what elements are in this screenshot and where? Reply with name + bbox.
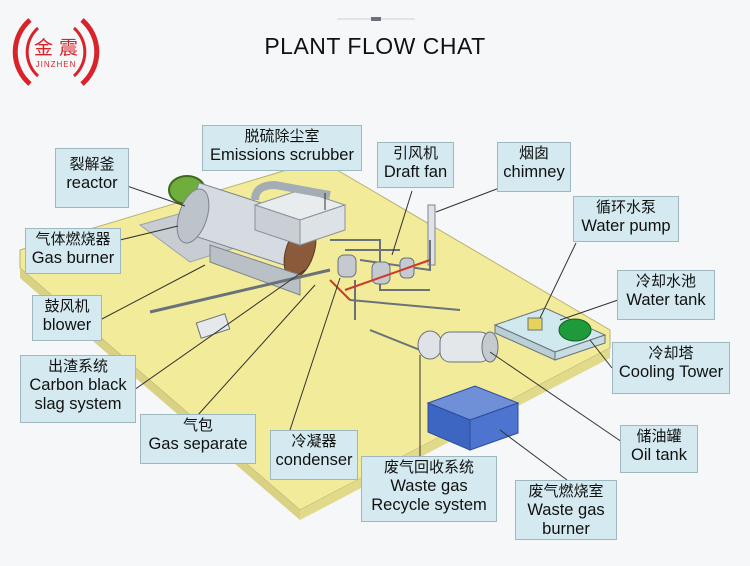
blower-unit <box>195 313 231 339</box>
reactor-en: reactor <box>66 174 118 192</box>
wgburner-en1: Waste gas <box>527 501 605 519</box>
waste-gas-burner-unit <box>426 385 520 451</box>
label-chimney: 烟囱 chimney <box>497 142 571 192</box>
title-decoration <box>337 17 415 21</box>
emissions-scrubber <box>251 180 347 246</box>
label-draft-fan: 引风机 Draft fan <box>377 142 454 188</box>
label-emissions-scrubber: 脱硫除尘室 Emissions scrubber <box>202 125 362 171</box>
condenser-cn: 冷凝器 <box>291 432 337 450</box>
wgburner-cn: 废气燃烧室 <box>528 482 604 500</box>
label-cooling-tower: 冷却塔 Cooling Tower <box>612 342 730 394</box>
cooling-tower <box>558 318 592 342</box>
watertank-cn: 冷却水池 <box>635 272 696 290</box>
logo-en-text: JINZHEN <box>36 60 77 69</box>
recycle-en2: Recycle system <box>371 496 487 514</box>
emissions-cn: 脱硫除尘室 <box>244 127 320 145</box>
condenser-en: condenser <box>275 451 353 469</box>
cooling-cn: 冷却塔 <box>648 344 694 362</box>
blower-cn: 鼓风机 <box>44 297 90 315</box>
draftfan-cn: 引风机 <box>392 144 438 162</box>
reactor-cn: 裂解釜 <box>69 155 115 173</box>
gas-separator <box>417 330 443 360</box>
page-title: PLANT FLOW CHAT <box>264 33 486 59</box>
wgburner-en2: burner <box>542 520 590 538</box>
cooling-en: Cooling Tower <box>618 363 724 381</box>
oiltank-en: Oil tank <box>631 446 687 464</box>
oiltank-cn: 储油罐 <box>636 427 682 445</box>
oil-tank-vessel <box>439 331 499 363</box>
gasburner-cn: 气体燃烧器 <box>35 230 111 248</box>
draftfan-en: Draft fan <box>383 163 448 181</box>
label-slag-system: 出渣系统 Carbon black slag system <box>20 355 136 423</box>
label-gas-burner: 气体燃烧器 Gas burner <box>25 228 121 274</box>
pump-en: Water pump <box>581 217 671 235</box>
emissions-en: Emissions scrubber <box>210 146 354 164</box>
gassep-en: Gas separate <box>148 435 248 453</box>
chimney-cn: 烟囱 <box>518 144 549 162</box>
label-reactor: 裂解釜 reactor <box>55 148 129 208</box>
recycle-cn: 废气回收系统 <box>383 458 474 476</box>
slag-en2: slag system <box>34 395 122 413</box>
blower-en: blower <box>42 316 92 334</box>
gasburner-en: Gas burner <box>31 249 115 267</box>
label-water-pump: 循环水泵 Water pump <box>573 196 679 242</box>
watertank-en: Water tank <box>626 291 706 309</box>
label-condenser: 冷凝器 condenser <box>270 430 358 480</box>
label-waste-gas-burner: 废气燃烧室 Waste gas burner <box>515 480 617 540</box>
slag-en1: Carbon black <box>29 376 127 394</box>
logo-cn-text: 金 震 <box>34 37 78 59</box>
recycle-en1: Waste gas <box>390 477 468 495</box>
gassep-cn: 气包 <box>182 416 213 434</box>
label-blower: 鼓风机 blower <box>32 295 102 341</box>
label-water-tank: 冷却水池 Water tank <box>617 270 715 320</box>
label-gas-separate: 气包 Gas separate <box>140 414 256 464</box>
chimney-en: chimney <box>503 163 565 181</box>
label-oil-tank: 储油罐 Oil tank <box>620 425 698 473</box>
pump-cn: 循环水泵 <box>595 198 656 216</box>
slag-cn: 出渣系统 <box>47 357 108 375</box>
chimney-stack <box>427 204 436 266</box>
label-recycle-system: 废气回收系统 Waste gas Recycle system <box>361 456 497 522</box>
jinzhen-logo: 金 震 JINZHEN <box>12 18 100 86</box>
